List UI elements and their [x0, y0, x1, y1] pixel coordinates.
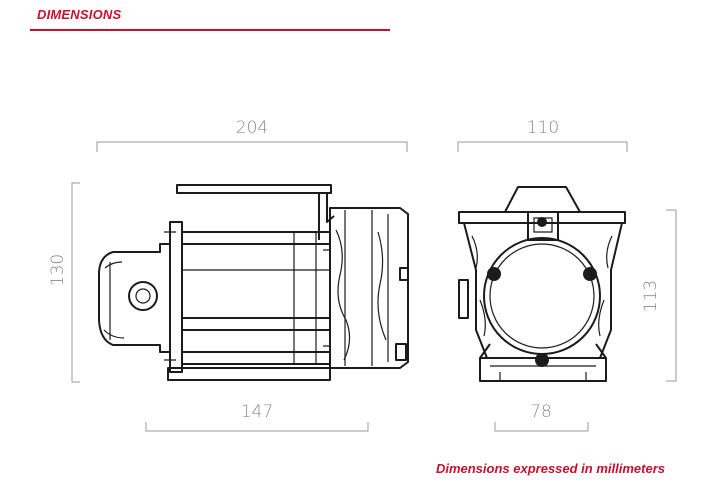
title-underline [30, 29, 390, 31]
dim-line-front-height [666, 209, 677, 382]
pump-front-view [458, 186, 626, 382]
dim-label-front-base: 78 [530, 402, 552, 422]
dim-line-side-base [145, 422, 369, 432]
dim-line-front-base [494, 422, 589, 432]
section-title: DIMENSIONS [37, 7, 122, 22]
dim-label-side-length: 204 [236, 118, 268, 138]
pump-side-view [98, 184, 409, 381]
units-footnote: Dimensions expressed in millimeters [435, 461, 665, 476]
dim-label-side-height: 130 [48, 254, 68, 286]
dim-line-side-length [96, 141, 408, 152]
dim-label-front-height: 113 [641, 280, 661, 312]
dim-line-front-width [457, 141, 628, 152]
dim-line-side-height [71, 182, 80, 383]
dim-label-front-width: 110 [527, 118, 559, 138]
dim-label-side-base: 147 [241, 402, 273, 422]
